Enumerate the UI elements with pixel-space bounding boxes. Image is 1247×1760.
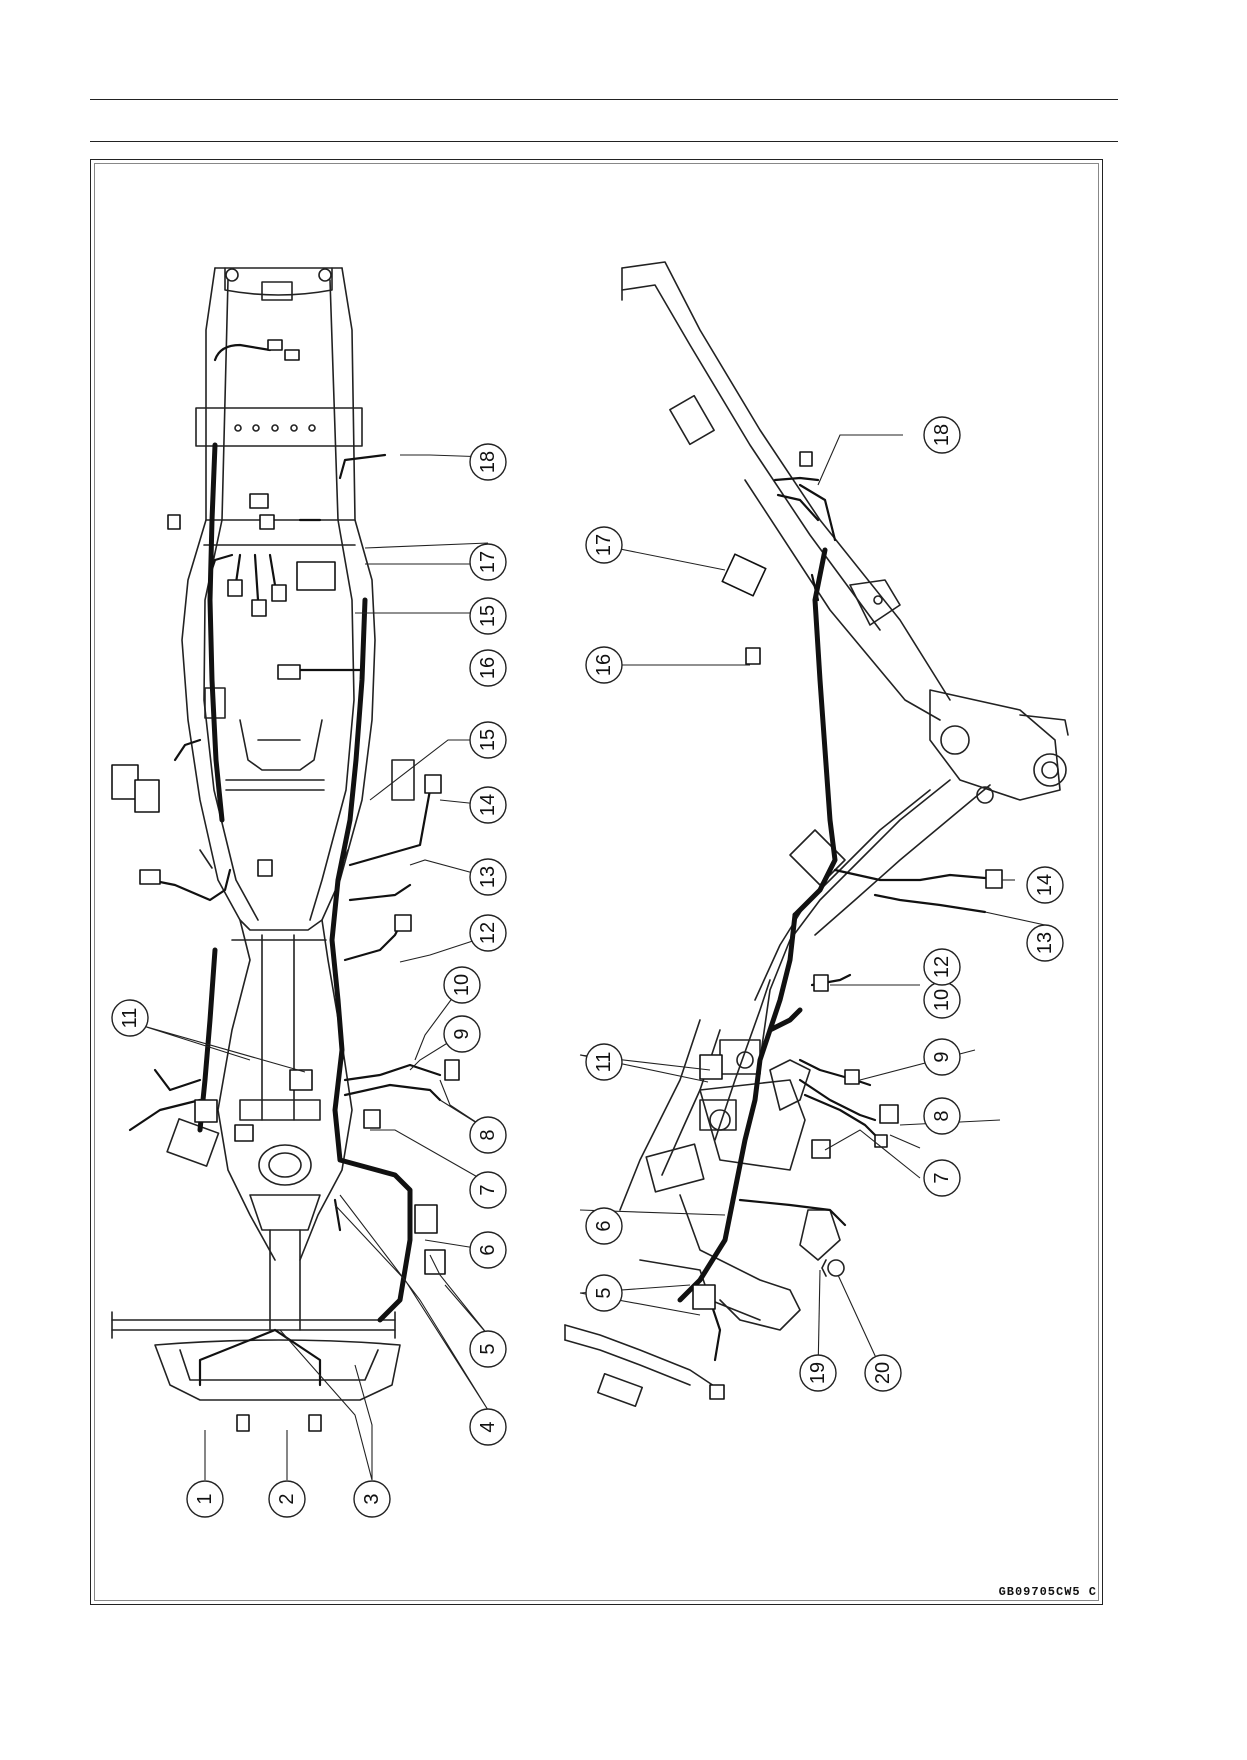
callout-2: 2 (268, 1480, 306, 1518)
side-callout-10: 10 (923, 981, 961, 1019)
callout-13: 13 (469, 858, 507, 896)
side-callout-11: 11 (585, 1043, 623, 1081)
callout-14: 14 (469, 786, 507, 824)
side-callout-6-label: 6 (593, 1220, 615, 1231)
side-callout-10-label: 10 (931, 989, 953, 1011)
side-callout-19: 19 (799, 1354, 837, 1392)
side-callout-7-label: 7 (931, 1172, 953, 1183)
side-view-frame (564, 261, 1069, 1408)
callout-12-label: 12 (477, 922, 499, 944)
side-callout-8: 8 (923, 1097, 961, 1135)
side-callout-20-label: 20 (872, 1362, 894, 1384)
callout-5: 5 (469, 1330, 507, 1368)
callout-17-label: 17 (477, 551, 499, 573)
callout-10-label: 10 (451, 974, 473, 996)
side-callout-19-label: 19 (807, 1362, 829, 1384)
side-callout-8-label: 8 (931, 1110, 953, 1121)
side-callout-11-label: 11 (593, 1052, 615, 1073)
side-callout-5: 5 (585, 1274, 623, 1312)
callout-3: 3 (353, 1480, 391, 1518)
top-view-connectors (111, 339, 460, 1432)
callout-12: 12 (469, 914, 507, 952)
callout-17: 17 (469, 543, 507, 581)
callout-9-label: 9 (451, 1028, 473, 1039)
header-rule-top (90, 99, 1118, 100)
callout-16: 16 (469, 649, 507, 687)
callout-3-label: 3 (361, 1493, 383, 1504)
callout-18: 18 (469, 443, 507, 481)
side-callout-9-label: 9 (931, 1051, 953, 1062)
side-callout-16-label: 16 (593, 654, 615, 676)
callout-5-label: 5 (477, 1343, 499, 1354)
side-callout-14-label: 14 (1034, 874, 1056, 896)
side-callout-14: 14 (1026, 866, 1064, 904)
callout-16-label: 16 (477, 657, 499, 679)
side-callout-6: 6 (585, 1207, 623, 1245)
side-callout-20: 20 (864, 1354, 902, 1392)
side-view-harness-branches (708, 476, 987, 1362)
side-callout-17: 17 (585, 526, 623, 564)
callout-1: 1 (186, 1480, 224, 1518)
side-callout-5-label: 5 (593, 1287, 615, 1298)
callout-7: 7 (469, 1171, 507, 1209)
top-view-frame (111, 267, 415, 1401)
callout-10: 10 (443, 966, 481, 1004)
callout-8-label: 8 (477, 1129, 499, 1140)
header-rule-bottom (90, 141, 1118, 142)
side-callout-18: 18 (923, 416, 961, 454)
side-callout-12: 12 (923, 948, 961, 986)
callout-14-label: 14 (477, 794, 499, 816)
callout-6: 6 (469, 1231, 507, 1269)
side-callout-13-label: 13 (1034, 932, 1056, 954)
callout-2-label: 2 (276, 1493, 298, 1504)
callout-13-label: 13 (477, 866, 499, 888)
callout-8: 8 (469, 1116, 507, 1154)
callout-11-label: 11 (119, 1008, 141, 1029)
top-view-harness-branches (128, 343, 442, 1387)
callout-7-label: 7 (477, 1184, 499, 1195)
callouts: 1 2 3 4 5 6 7 8 9 10 11 12 13 14 15 15 1… (111, 416, 1064, 1518)
callout-18-label: 18 (477, 451, 499, 473)
figure-frame (90, 159, 1103, 1605)
side-callout-13: 13 (1026, 924, 1064, 962)
callout-11: 11 (111, 999, 149, 1037)
callout-15-upper-label: 15 (477, 605, 499, 627)
side-callout-18-label: 18 (931, 424, 953, 446)
side-view-harness-main (677, 547, 838, 1303)
side-callout-7: 7 (923, 1159, 961, 1197)
side-view-connectors (692, 451, 1003, 1400)
callout-15-upper: 15 (469, 597, 507, 635)
side-callout-17-label: 17 (593, 534, 615, 556)
callout-15-lower-label: 15 (477, 729, 499, 751)
callout-15-lower: 15 (469, 721, 507, 759)
callout-6-label: 6 (477, 1244, 499, 1255)
figure-reference-code: GB09705CW5 C (998, 1585, 1097, 1599)
callout-1-label: 1 (194, 1493, 216, 1504)
callout-9: 9 (443, 1015, 481, 1053)
callout-4: 4 (469, 1408, 507, 1446)
callout-4-label: 4 (477, 1421, 499, 1432)
side-callout-16: 16 (585, 646, 623, 684)
side-callout-9: 9 (923, 1038, 961, 1076)
side-callout-12-label: 12 (931, 956, 953, 978)
